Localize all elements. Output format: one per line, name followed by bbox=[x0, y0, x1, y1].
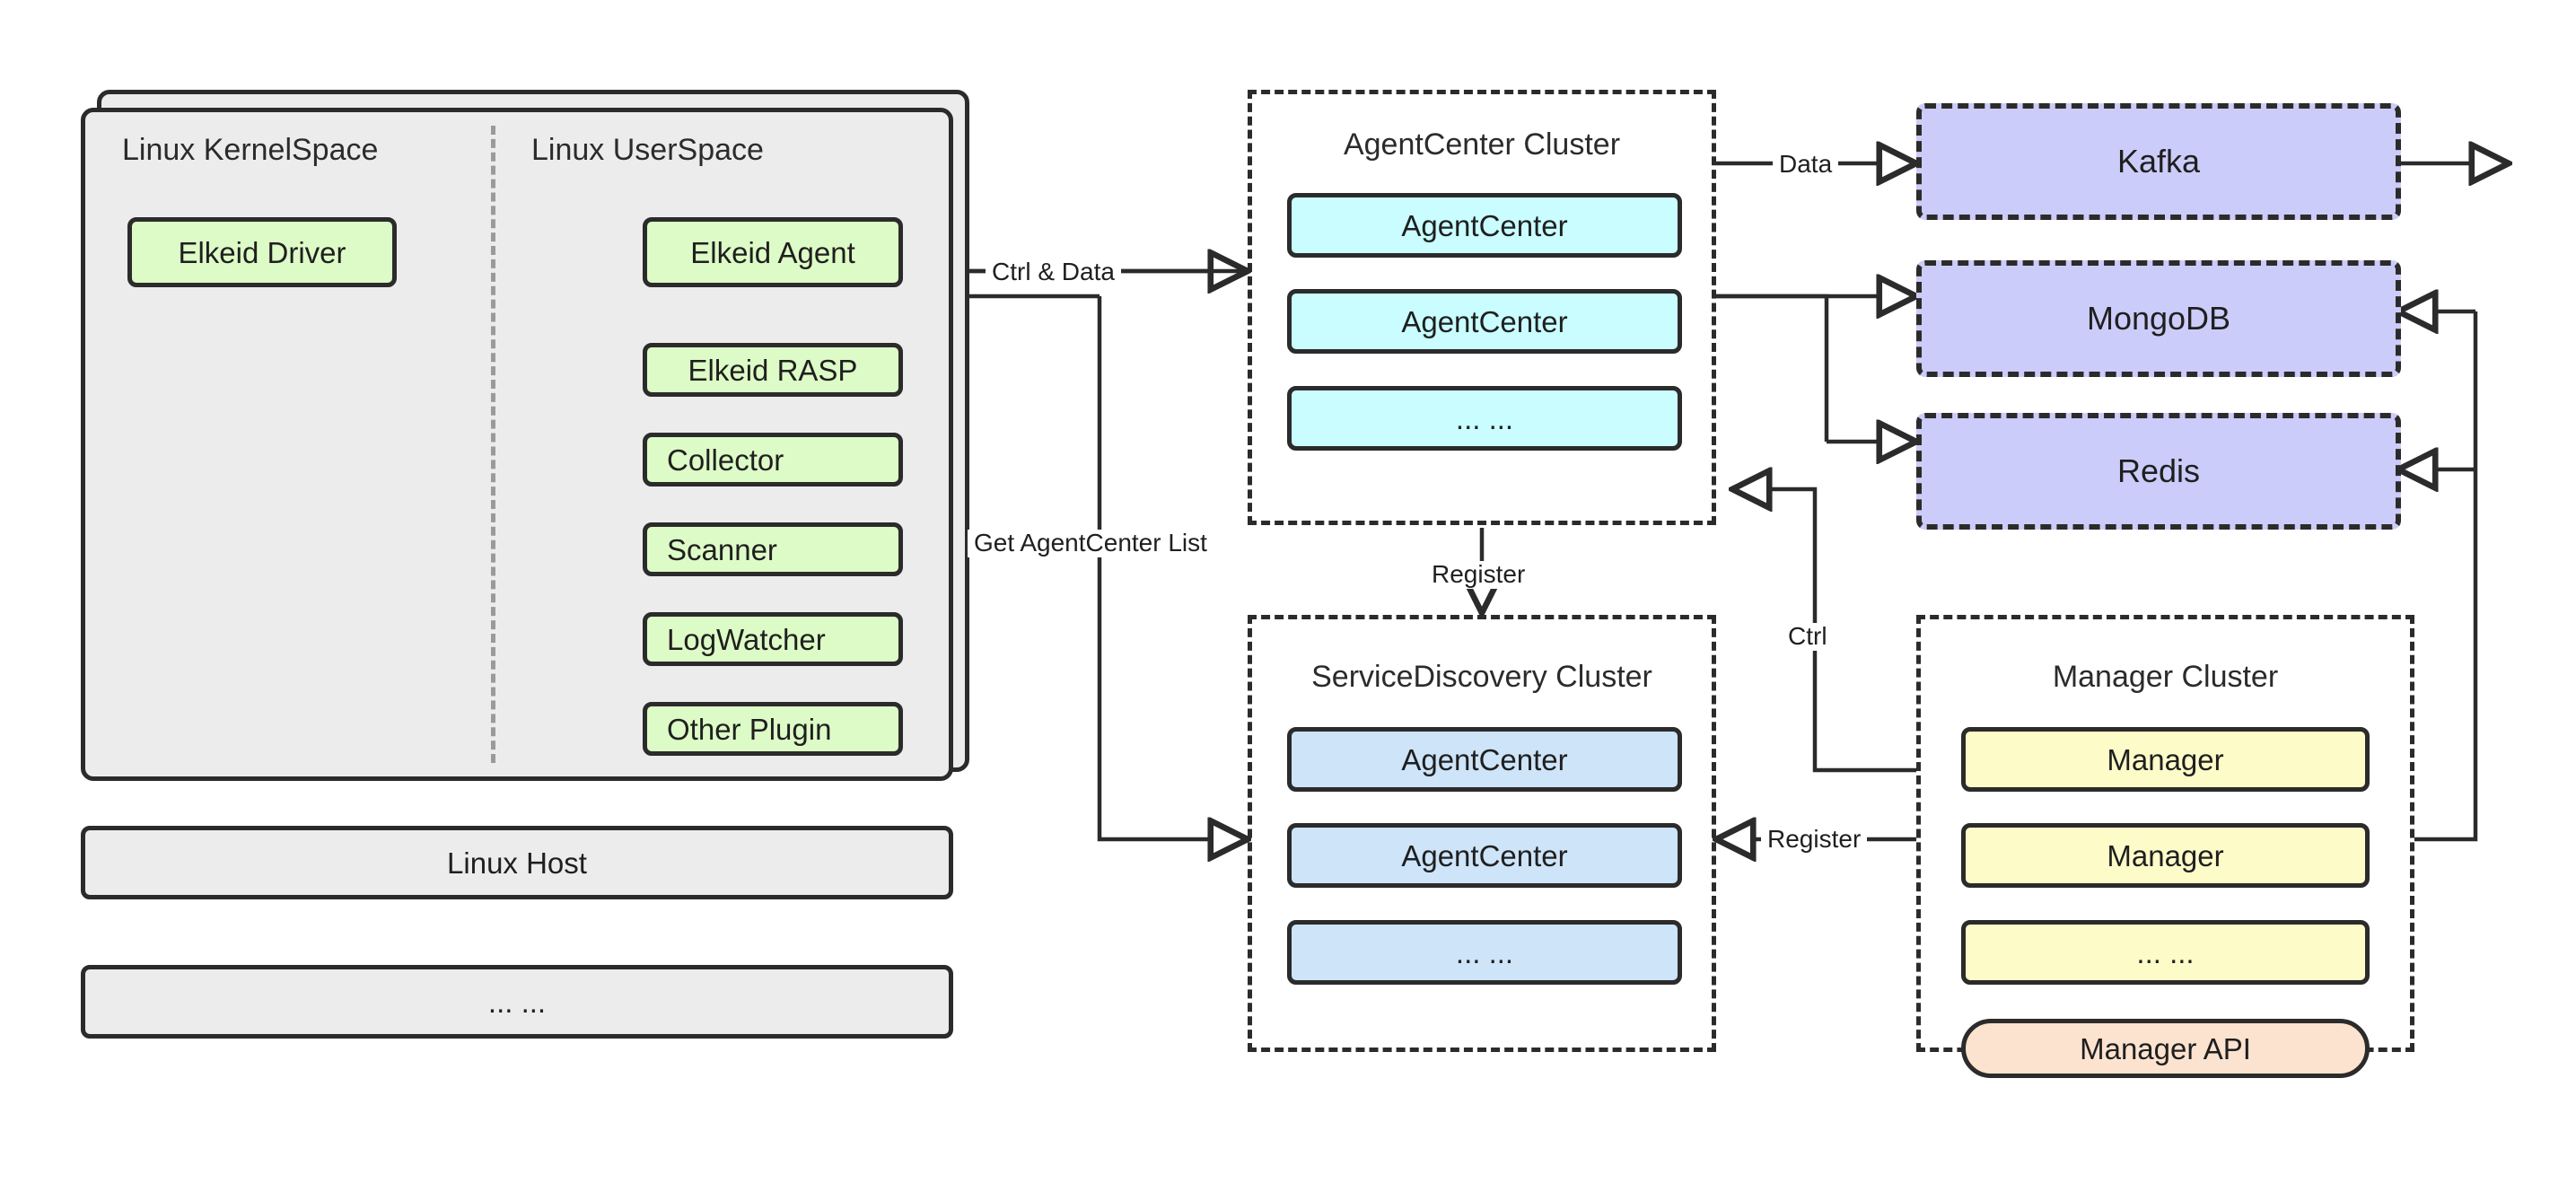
edge-label-data: Data bbox=[1773, 150, 1839, 179]
node-redis[interactable]: Redis bbox=[1916, 413, 2401, 530]
kernelspace-label: Linux KernelSpace bbox=[122, 133, 379, 167]
node-host-more[interactable]: ... ... bbox=[81, 965, 953, 1039]
edge-label-register-side: Register bbox=[1761, 825, 1868, 854]
node-label: ... ... bbox=[487, 985, 547, 1019]
node-label: Linux Host bbox=[447, 846, 587, 880]
node-collector[interactable]: Collector bbox=[643, 433, 903, 487]
cluster-item-manager-more[interactable]: ... ... bbox=[1961, 920, 2370, 985]
cluster-servicediscovery bbox=[1248, 615, 1716, 1052]
node-elkeid-rasp[interactable]: Elkeid RASP bbox=[643, 343, 903, 397]
node-label: Kafka bbox=[2116, 143, 2201, 180]
cluster-item-manager-1[interactable]: Manager bbox=[1961, 727, 2370, 792]
node-label: LogWatcher bbox=[667, 622, 826, 656]
cluster-item-agentcenter-1[interactable]: AgentCenter bbox=[1287, 193, 1682, 258]
node-label: Collector bbox=[667, 443, 784, 477]
node-label: ... ... bbox=[1455, 935, 1514, 969]
cluster-item-sd-more[interactable]: ... ... bbox=[1287, 920, 1682, 985]
node-kafka[interactable]: Kafka bbox=[1916, 103, 2401, 220]
cluster-item-sd-agentcenter-1[interactable]: AgentCenter bbox=[1287, 727, 1682, 792]
node-label: Manager bbox=[2107, 742, 2224, 776]
node-label: Manager bbox=[2107, 838, 2224, 872]
node-label: ... ... bbox=[1455, 401, 1514, 435]
node-label: AgentCenter bbox=[1401, 208, 1568, 242]
node-elkeid-driver[interactable]: Elkeid Driver bbox=[127, 217, 397, 287]
cluster-item-sd-agentcenter-2[interactable]: AgentCenter bbox=[1287, 823, 1682, 888]
cluster-servicediscovery-title: ServiceDiscovery Cluster bbox=[1311, 660, 1652, 694]
node-label: Elkeid RASP bbox=[688, 353, 858, 387]
node-label: ... ... bbox=[2136, 935, 2195, 969]
node-label: MongoDB bbox=[2086, 300, 2231, 337]
node-label: AgentCenter bbox=[1401, 838, 1568, 872]
node-logwatcher[interactable]: LogWatcher bbox=[643, 612, 903, 666]
node-label: Other Plugin bbox=[667, 712, 832, 746]
node-label: Elkeid Driver bbox=[178, 235, 346, 269]
node-label: Redis bbox=[2116, 452, 2201, 489]
cluster-item-agentcenter-more[interactable]: ... ... bbox=[1287, 386, 1682, 451]
cluster-item-agentcenter-2[interactable]: AgentCenter bbox=[1287, 289, 1682, 354]
node-label: Manager API bbox=[2080, 1031, 2251, 1065]
node-elkeid-agent[interactable]: Elkeid Agent bbox=[643, 217, 903, 287]
cluster-agentcenter-title: AgentCenter Cluster bbox=[1343, 127, 1621, 162]
cluster-item-manager-2[interactable]: Manager bbox=[1961, 823, 2370, 888]
node-label: Scanner bbox=[667, 532, 777, 566]
node-label: AgentCenter bbox=[1401, 742, 1568, 776]
edge-label-ctrl-and-data: Ctrl & Data bbox=[986, 258, 1121, 286]
node-linux-host[interactable]: Linux Host bbox=[81, 826, 953, 899]
edge-label-get-agentcenter-list: Get AgentCenter List bbox=[968, 529, 1214, 557]
cluster-agentcenter bbox=[1248, 90, 1716, 525]
kernel-user-divider bbox=[491, 126, 495, 763]
node-label: Elkeid Agent bbox=[690, 235, 855, 269]
node-manager-api[interactable]: Manager API bbox=[1961, 1019, 2370, 1078]
node-scanner[interactable]: Scanner bbox=[643, 522, 903, 576]
userspace-label: Linux UserSpace bbox=[531, 133, 764, 167]
edge-label-register-top: Register bbox=[1425, 560, 1532, 589]
cluster-manager-title: Manager Cluster bbox=[2052, 660, 2279, 694]
edge-label-ctrl: Ctrl bbox=[1782, 622, 1834, 651]
node-other-plugin[interactable]: Other Plugin bbox=[643, 702, 903, 756]
node-label: AgentCenter bbox=[1401, 304, 1568, 338]
node-mongodb[interactable]: MongoDB bbox=[1916, 260, 2401, 377]
